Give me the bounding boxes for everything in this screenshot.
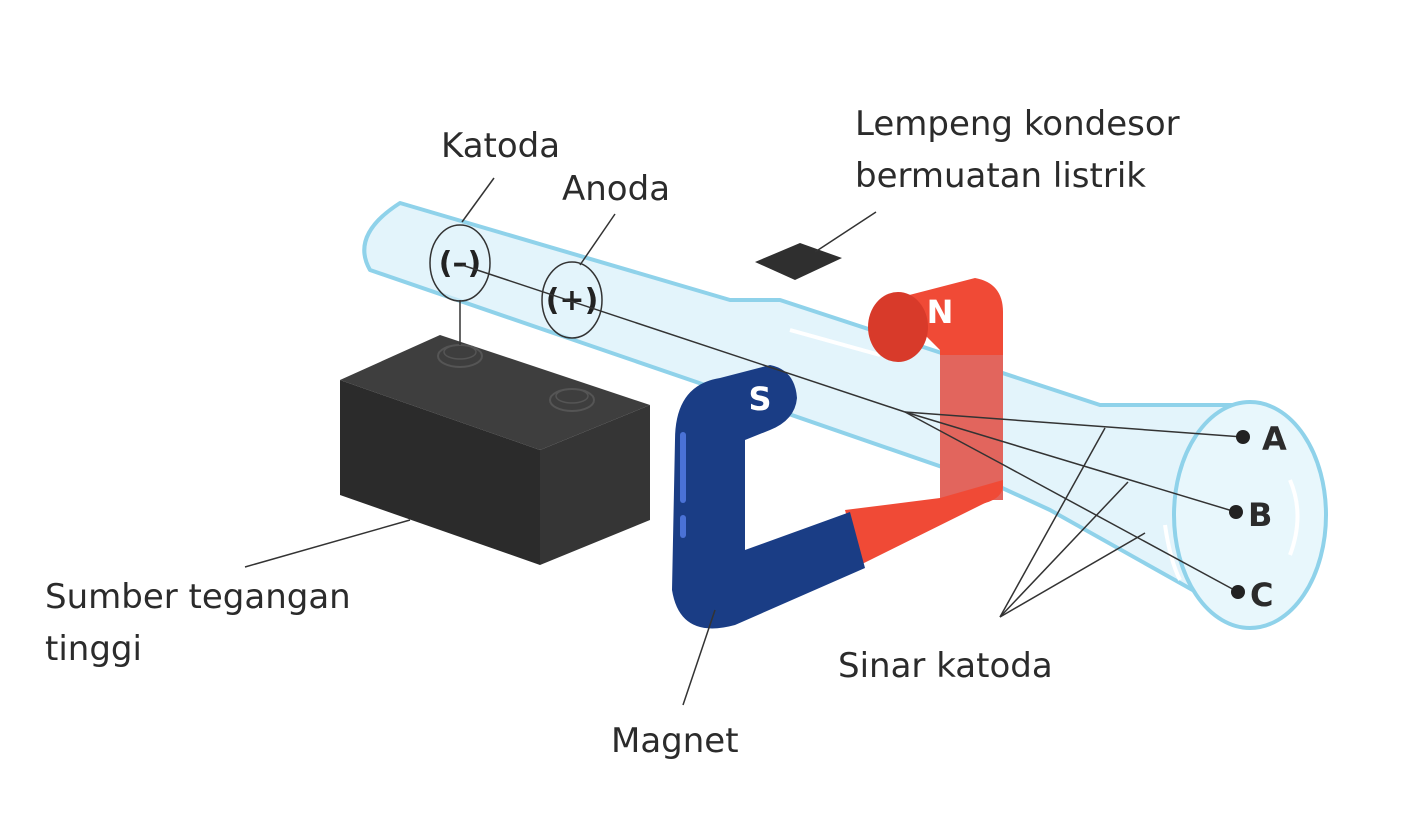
cathode-rays (461, 264, 1244, 593)
south-pole-label: S (748, 380, 771, 418)
condenser-plate (755, 243, 842, 280)
battery (340, 335, 650, 565)
cathode-label: Katoda (441, 126, 560, 166)
north-pole-label: N (927, 293, 954, 331)
screen-points: A B C (1229, 420, 1287, 614)
point-b-label: B (1248, 496, 1272, 534)
anode-label: Anoda (562, 169, 670, 209)
point-a-label: A (1262, 420, 1287, 458)
source-label-line1: Sumber tegangan (45, 577, 351, 617)
cathode-sign: (–) (439, 246, 481, 281)
point-b-dot (1229, 505, 1243, 519)
magnet-label: Magnet (611, 721, 739, 761)
tube-screen (1172, 400, 1328, 630)
point-c-dot (1231, 585, 1245, 599)
anode-electrode (541, 261, 603, 339)
source-label-line2: tinggi (45, 629, 142, 669)
magnet-north-arm (845, 278, 1003, 565)
plate-label-line1: Lempeng kondesor (855, 104, 1180, 144)
rays-label: Sinar katoda (838, 646, 1053, 686)
magnet-south-arm (672, 365, 865, 629)
anode-sign: (+) (546, 283, 599, 318)
leader-lines (244, 177, 1146, 706)
point-c-label: C (1250, 576, 1273, 614)
plate-label-line2: bermuatan listrik (855, 156, 1146, 196)
point-a-dot (1236, 430, 1250, 444)
